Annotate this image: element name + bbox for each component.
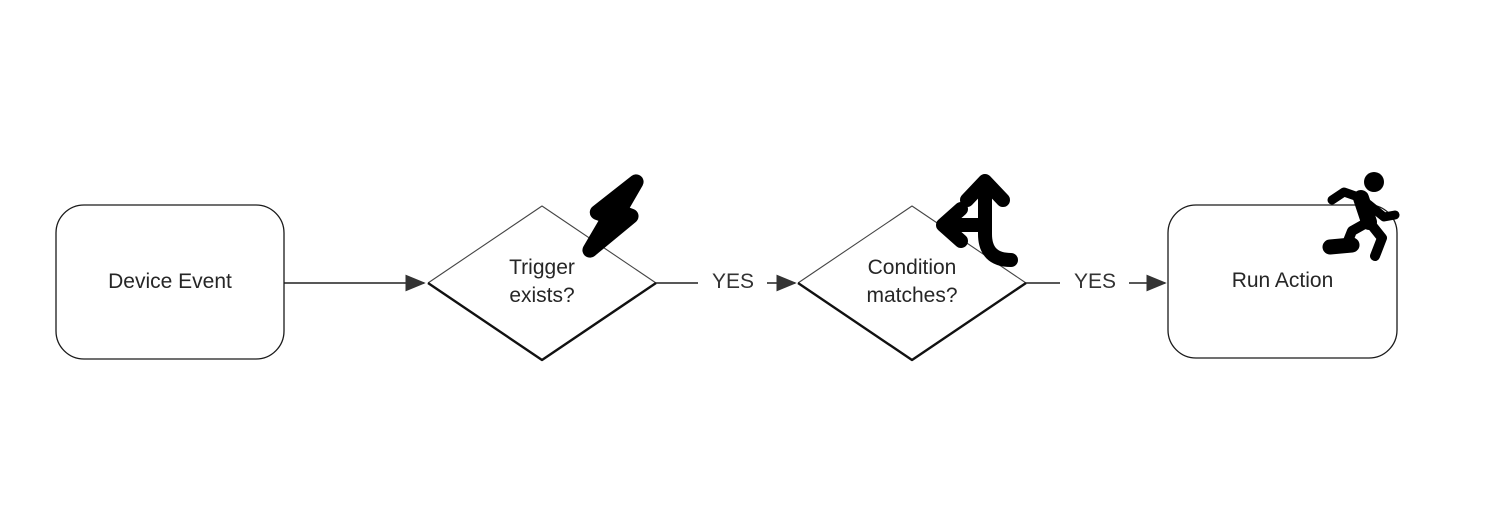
lightning-bolt-icon bbox=[582, 174, 644, 258]
trigger-exists-decision bbox=[427, 205, 657, 362]
running-person-icon bbox=[1322, 172, 1400, 261]
split-arrows-up-left-icon bbox=[936, 174, 1018, 267]
device-event-node bbox=[55, 204, 285, 360]
